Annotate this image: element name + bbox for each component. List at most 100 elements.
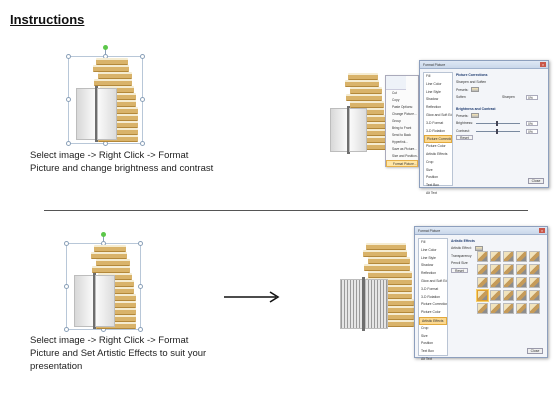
nav-fill[interactable]: Fill <box>426 74 431 78</box>
menu-item-group[interactable]: Group <box>392 119 401 123</box>
effect-thumbnail[interactable] <box>503 290 514 301</box>
rotate-handle-icon[interactable] <box>101 232 106 237</box>
effect-thumbnail[interactable] <box>516 277 527 288</box>
picture-corrections-panel: Picture Corrections Sharpen and Soften P… <box>456 72 546 143</box>
brightness-slider-thumb[interactable] <box>496 121 498 126</box>
nav-3d-format[interactable]: 3-D Format <box>426 120 444 125</box>
effect-thumbnail[interactable] <box>477 277 488 288</box>
menu-item-size-position[interactable]: Size and Position... <box>392 154 418 158</box>
rotate-handle-icon[interactable] <box>103 45 108 50</box>
sharpen-label: Sharpen <box>502 95 515 99</box>
nav-shadow[interactable]: Shadow <box>426 97 439 102</box>
effect-thumbnail[interactable] <box>529 290 540 301</box>
nav-crop[interactable]: Crop <box>421 325 429 330</box>
menu-item-save-as-picture[interactable]: Save as Picture... <box>392 147 417 151</box>
presets-dropdown-2[interactable] <box>471 113 480 119</box>
artistic-effect-row: Artistic Effect: <box>451 245 545 253</box>
step2-line2: Picture and Set Artistic Effects to suit… <box>30 348 207 359</box>
effect-thumbnail[interactable] <box>516 251 527 262</box>
nav-text-box[interactable]: Text Box <box>426 183 440 188</box>
arrow-right-icon <box>224 291 280 303</box>
menu-item-send-to-back[interactable]: Send to Back <box>392 133 411 137</box>
effect-thumbnail-selected[interactable] <box>477 290 488 301</box>
format-picture-dialog-1: Format Picture × Fill Line Color Line St… <box>419 60 549 195</box>
reset-button[interactable]: Reset <box>456 135 473 140</box>
section-artistic-effects: Artistic Effects <box>451 239 475 243</box>
soften-label: Soften <box>456 95 466 99</box>
nav-crop[interactable]: Crop <box>426 159 434 164</box>
nav-size[interactable]: Size <box>426 167 433 172</box>
nav-fill[interactable]: Fill <box>421 240 426 244</box>
effect-thumbnail[interactable] <box>477 303 488 314</box>
nav-reflection[interactable]: Reflection <box>426 105 442 110</box>
effect-thumbnail[interactable] <box>529 303 540 314</box>
dialog1-title: Format Picture <box>420 61 548 69</box>
menu-item-copy[interactable]: Copy <box>392 98 400 102</box>
nav-glow[interactable]: Glow and Soft Edges <box>426 112 452 117</box>
nav-reflection[interactable]: Reflection <box>421 271 437 276</box>
effect-thumbnail[interactable] <box>516 303 527 314</box>
menu-item-hyperlink[interactable]: Hyperlink... <box>392 140 408 144</box>
nav-shadow[interactable]: Shadow <box>421 263 434 268</box>
nav-alt-text[interactable]: Alt Text <box>421 356 433 361</box>
nav-glow[interactable]: Glow and Soft Edges <box>421 278 447 283</box>
close-button[interactable]: Close <box>528 178 544 184</box>
menu-item-cut[interactable]: Cut <box>392 91 397 95</box>
effect-thumbnail[interactable] <box>529 251 540 262</box>
close-button[interactable]: Close <box>527 348 543 354</box>
step2-line3: presentation <box>30 361 83 372</box>
reset-button[interactable]: Reset <box>451 267 468 273</box>
nav-picture-color[interactable]: Picture Color <box>426 144 446 149</box>
effect-thumbnail[interactable] <box>529 264 540 275</box>
close-icon[interactable]: × <box>539 228 545 233</box>
nav-picture-corrections[interactable]: Picture Corrections <box>421 302 447 307</box>
brightness-slider[interactable] <box>476 123 520 124</box>
nav-3d-rotation[interactable]: 3-D Rotation <box>426 128 446 133</box>
nav-position[interactable]: Position <box>426 175 439 180</box>
effect-thumbnail[interactable] <box>477 264 488 275</box>
step2-instructions: Select image -> Right Click -> Format Pi… <box>30 334 206 373</box>
effect-thumbnail[interactable] <box>516 290 527 301</box>
nav-size[interactable]: Size <box>421 333 428 338</box>
nav-alt-text[interactable]: Alt Text <box>426 190 438 195</box>
effect-thumbnail[interactable] <box>516 264 527 275</box>
nav-artistic-effects[interactable]: Artistic Effects <box>426 151 448 156</box>
nav-text-box[interactable]: Text Box <box>421 349 435 354</box>
brightness-input[interactable]: 0% <box>526 121 538 126</box>
effect-thumbnail[interactable] <box>477 251 488 262</box>
nav-picture-corrections[interactable]: Picture Corrections <box>424 135 452 144</box>
nav-artistic-effects[interactable]: Artistic Effects <box>419 316 447 325</box>
section-divider <box>44 210 528 211</box>
nav-line-color[interactable]: Line Color <box>421 247 437 252</box>
artistic-effect-dropdown[interactable] <box>474 245 483 251</box>
effect-thumbnail[interactable] <box>490 277 501 288</box>
book-stack-image-small <box>330 73 386 154</box>
contrast-input[interactable]: 0% <box>526 128 538 134</box>
effect-thumbnail[interactable] <box>529 277 540 288</box>
nav-3d-format[interactable]: 3-D Format <box>421 286 439 291</box>
effect-thumbnail[interactable] <box>503 264 514 275</box>
menu-item-paste-options[interactable]: Paste Options: <box>392 105 413 109</box>
nav-line-style[interactable]: Line Style <box>426 89 441 94</box>
effect-thumbnail[interactable] <box>503 277 514 288</box>
nav-position[interactable]: Position <box>421 341 434 346</box>
menu-item-format-picture[interactable]: Format Picture... <box>386 160 418 167</box>
effect-thumbnail[interactable] <box>490 303 501 314</box>
sharpen-input[interactable]: 0% <box>526 95 538 100</box>
menu-item-bring-to-front[interactable]: Bring to Front <box>392 126 412 130</box>
close-icon[interactable]: × <box>540 62 546 67</box>
nav-line-color[interactable]: Line Color <box>426 81 442 86</box>
effect-thumbnail[interactable] <box>503 251 514 262</box>
nav-line-style[interactable]: Line Style <box>421 255 436 260</box>
effect-thumbnail[interactable] <box>490 290 501 301</box>
transparency-label: Transparency <box>451 253 472 258</box>
effect-thumbnail[interactable] <box>490 251 501 262</box>
menu-item-change-picture[interactable]: Change Picture... <box>392 112 417 116</box>
effect-thumbnail[interactable] <box>503 303 514 314</box>
contrast-slider[interactable] <box>476 130 520 132</box>
effect-thumbnail[interactable] <box>490 264 501 275</box>
nav-picture-color[interactable]: Picture Color <box>421 310 441 315</box>
nav-3d-rotation[interactable]: 3-D Rotation <box>421 294 441 299</box>
presets-dropdown[interactable] <box>471 87 480 93</box>
contrast-slider-thumb[interactable] <box>496 128 498 134</box>
